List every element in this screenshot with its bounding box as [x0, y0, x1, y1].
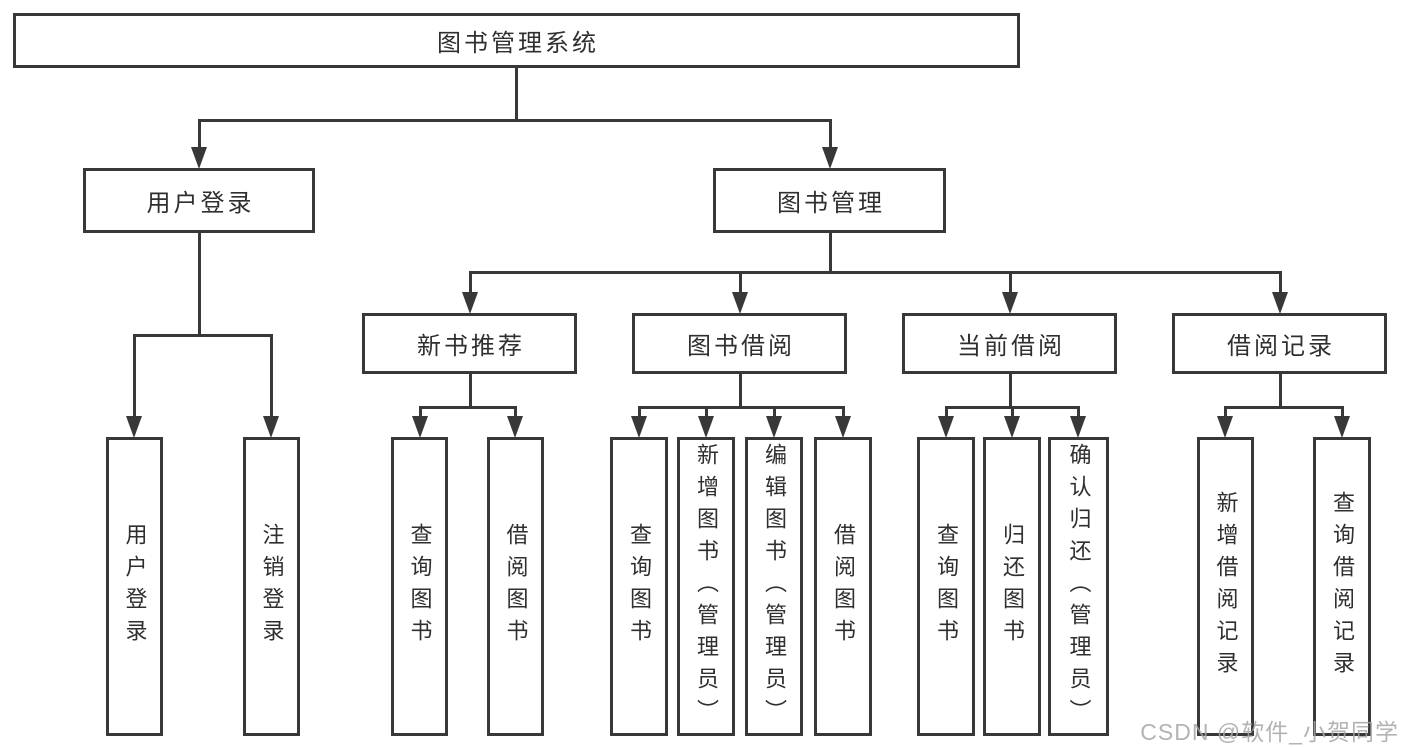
leaf-return-books: 归还图书 — [983, 437, 1041, 736]
connector-stem-current-borrowing — [1008, 374, 1012, 409]
connector-stem-borrowing-records — [1278, 374, 1282, 409]
arrow-to-leaf-user-login — [126, 335, 142, 438]
csdn-watermark: CSDN @软件_小贺同学 — [1140, 719, 1399, 745]
node-borrowing-records: 借阅记录 — [1172, 313, 1387, 374]
arrow-to-leaf-query-books-current — [938, 407, 954, 438]
arrow-to-leaf-query-books-recommend — [412, 407, 428, 438]
arrow-to-new-book-recommendation — [462, 272, 478, 314]
connector-rail-borrowing-children — [637, 405, 845, 409]
connector-stem-user-login — [197, 233, 201, 337]
arrow-to-leaf-add-borrowing-record — [1217, 407, 1233, 438]
arrow-to-user-login — [191, 120, 207, 169]
arrow-to-leaf-return-books — [1004, 407, 1020, 438]
arrow-to-leaf-borrow-books-borrowing — [835, 407, 851, 438]
arrow-to-leaf-borrow-books-recommend — [507, 407, 523, 438]
connector-rail-recommendation-children — [418, 405, 517, 409]
arrow-to-book-management — [822, 120, 838, 169]
arrow-to-leaf-query-books-borrowing — [631, 407, 647, 438]
leaf-borrow-books-borrowing: 借阅图书 — [814, 437, 872, 736]
connector-stem-new-book-recommendation — [468, 374, 472, 409]
node-book-management: 图书管理 — [713, 168, 946, 233]
leaf-edit-books-admin: 编辑图书（管理员） — [745, 437, 803, 736]
arrow-to-leaf-confirm-return-admin — [1070, 407, 1086, 438]
arrow-to-leaf-add-books-admin — [698, 407, 714, 438]
node-book-borrowing: 图书借阅 — [632, 313, 847, 374]
leaf-add-books-admin: 新增图书（管理员） — [677, 437, 735, 736]
leaf-add-borrowing-record: 新增借阅记录 — [1197, 437, 1254, 736]
connector-stem-book-management — [828, 233, 832, 273]
leaf-query-books-current: 查询图书 — [917, 437, 975, 736]
node-library-management-system: 图书管理系统 — [13, 13, 1020, 68]
arrow-to-borrowing-records — [1272, 272, 1288, 314]
arrow-to-leaf-query-borrowing-record — [1334, 407, 1350, 438]
arrow-to-current-borrowing — [1002, 272, 1018, 314]
leaf-query-books-borrowing: 查询图书 — [610, 437, 668, 736]
connector-rail-records-children — [1223, 405, 1344, 409]
leaf-confirm-return-admin: 确认归还（管理员） — [1048, 437, 1109, 736]
node-current-borrowing: 当前借阅 — [902, 313, 1117, 374]
connector-stem-book-borrowing — [738, 374, 742, 409]
leaf-logout: 注销登录 — [243, 437, 300, 736]
connector-rail-level1 — [197, 118, 832, 122]
connector-rail-book-management-children — [468, 270, 1282, 274]
leaf-query-books-recommend: 查询图书 — [391, 437, 448, 736]
node-user-login: 用户登录 — [83, 168, 315, 233]
leaf-borrow-books-recommend: 借阅图书 — [487, 437, 544, 736]
arrow-to-book-borrowing — [732, 272, 748, 314]
arrow-to-leaf-logout — [263, 335, 279, 438]
connector-rail-user-login-children — [132, 333, 273, 337]
node-new-book-recommendation: 新书推荐 — [362, 313, 577, 374]
connector-stem-root — [514, 68, 518, 121]
arrow-to-leaf-edit-books-admin — [766, 407, 782, 438]
leaf-query-borrowing-record: 查询借阅记录 — [1313, 437, 1371, 736]
leaf-user-login: 用户登录 — [106, 437, 163, 736]
